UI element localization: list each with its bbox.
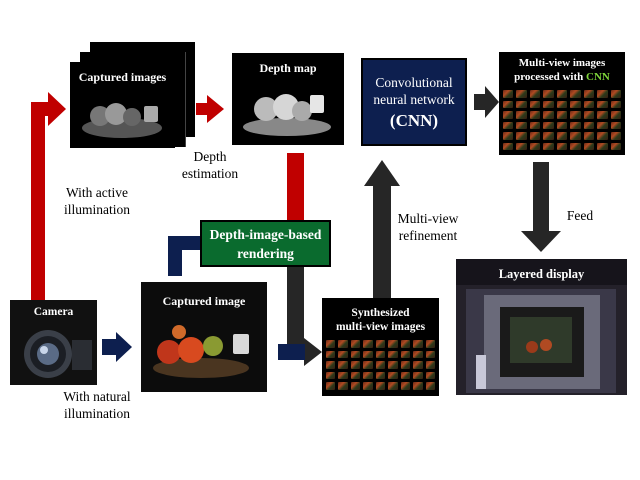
depth-estimation-line1: Depth: [193, 149, 227, 164]
multiview-processed-line1: Multi-view images: [518, 57, 606, 69]
camera-lens-icon: [24, 330, 92, 378]
multiview-refinement-arrow: [364, 160, 400, 298]
active-illumination-label: With active illumination: [54, 184, 140, 218]
multiview-processed-cnn-highlight: CNN: [586, 71, 610, 83]
synthesized-line2: multi-view images: [335, 321, 426, 333]
active-illumination-line1: With active: [65, 185, 129, 200]
cnn-line2: neural network: [373, 92, 455, 107]
active-illumination-arrow: [31, 92, 66, 300]
multiview-processed-box: Multi-view images processed with CNN: [499, 52, 625, 155]
feed-arrow: [521, 162, 561, 252]
layered-display-photo: [466, 289, 616, 393]
captured-images-photo: Captured images: [70, 62, 175, 148]
depth-estimation-label: Depth estimation: [178, 148, 242, 182]
cnn-box: Convolutional neural network (CNN): [361, 58, 467, 146]
feed-label: Feed: [566, 208, 594, 223]
dibr-line2: rendering: [237, 246, 294, 261]
multiview-refinement-label: Multi-view refinement: [392, 210, 464, 244]
natural-illumination-line1: With natural: [63, 389, 131, 404]
captured-image-title: Captured image: [162, 294, 246, 308]
layered-display-title: Layered display: [498, 267, 585, 281]
camera-title: Camera: [33, 306, 74, 318]
fruit-bowl-image: [82, 103, 162, 138]
fruit-bowl-color-image: [153, 325, 249, 378]
cnn-line1: Convolutional: [375, 75, 453, 90]
natural-illumination-label: With natural illumination: [54, 388, 140, 422]
multiview-refinement-line1: Multi-view: [397, 211, 459, 226]
synthesized-line1: Synthesized: [351, 307, 410, 319]
dibr-input-bracket: [168, 236, 201, 276]
cnn-line3: (CNN): [389, 111, 439, 130]
active-illumination-line2: illumination: [64, 202, 130, 217]
synthesized-box: Synthesized multi-view images: [322, 298, 439, 396]
depth-map-image: [243, 94, 331, 136]
natural-illumination-line2: illumination: [64, 406, 130, 421]
dibr-box: Depth-image-based rendering: [200, 220, 331, 267]
layered-display-box: Layered display: [456, 259, 627, 395]
multiview-processed-line2: processed with: [514, 71, 587, 83]
captured-image-box: Captured image: [141, 282, 267, 392]
depth-estimation-line2: estimation: [181, 166, 239, 181]
synthesized-views-grid: [326, 340, 435, 390]
natural-illumination-arrow: [102, 332, 132, 362]
camera-box: Camera: [10, 300, 97, 385]
depth-map-box: Depth map: [232, 53, 344, 145]
multiview-refinement-line2: refinement: [398, 228, 458, 243]
cnn-to-output-arrow: [474, 86, 499, 118]
depth-estimation-arrow: [196, 95, 224, 123]
captured-images-title: Captured images: [78, 70, 167, 84]
processed-views-grid: [503, 90, 621, 150]
dibr-line1: Depth-image-based: [209, 227, 322, 242]
depth-map-title: Depth map: [259, 61, 317, 75]
